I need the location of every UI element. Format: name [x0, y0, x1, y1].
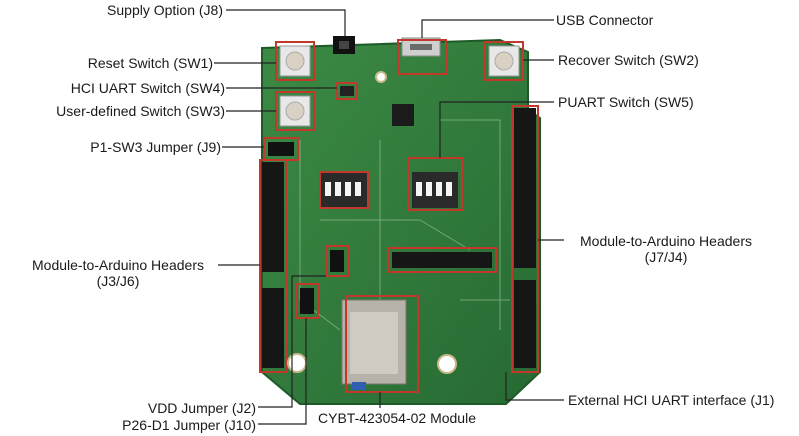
arduino-header-left: [259, 159, 287, 373]
label-module: CYBT-423054-02 Module: [318, 410, 476, 426]
label-p26-jumper: P26-D1 Jumper (J10): [122, 417, 256, 433]
label-arduino-right: Module-to-Arduino Headers (J7/J4): [566, 233, 766, 265]
label-usb-connector: USB Connector: [556, 12, 654, 28]
label-arduino-left-line1: Module-to-Arduino Headers: [32, 257, 204, 273]
p26-jumper-j10: [300, 288, 314, 314]
bt-module: [341, 295, 419, 393]
label-arduino-left-line2: (J3/J6): [96, 273, 140, 289]
label-reset-switch: Reset Switch (SW1): [87, 55, 213, 71]
label-arduino-right-line2: (J7/J4): [644, 249, 688, 265]
label-ext-hci: External HCI UART interface (J1): [568, 392, 775, 408]
label-recover-switch: Recover Switch (SW2): [558, 52, 699, 68]
hci-uart-header-j1: [387, 247, 497, 273]
vdd-jumper-j2: [330, 250, 344, 272]
label-p1-sw3-jumper: P1-SW3 Jumper (J9): [90, 139, 221, 155]
label-supply-option: Supply Option (J8): [107, 2, 223, 18]
label-user-switch: User-defined Switch (SW3): [56, 103, 225, 119]
label-vdd-jumper: VDD Jumper (J2): [147, 400, 256, 416]
arduino-header-right: [511, 105, 539, 373]
hci-uart-switch-sw4: [340, 86, 354, 96]
mounting-hole: [437, 354, 457, 374]
label-arduino-right-line1: Module-to-Arduino Headers: [580, 233, 752, 249]
usb-bridge-chip: [392, 104, 414, 126]
mounting-hole: [287, 353, 307, 373]
label-arduino-left: Module-to-Arduino Headers (J3/J6): [18, 257, 218, 289]
dip-switch-left: [319, 171, 369, 209]
mounting-hole: [375, 71, 387, 83]
dip-switch-puart: [407, 157, 463, 211]
label-hci-uart-switch: HCI UART Switch (SW4): [70, 80, 225, 96]
jumper-j9: [268, 142, 294, 156]
label-puart-switch: PUART Switch (SW5): [558, 94, 694, 110]
